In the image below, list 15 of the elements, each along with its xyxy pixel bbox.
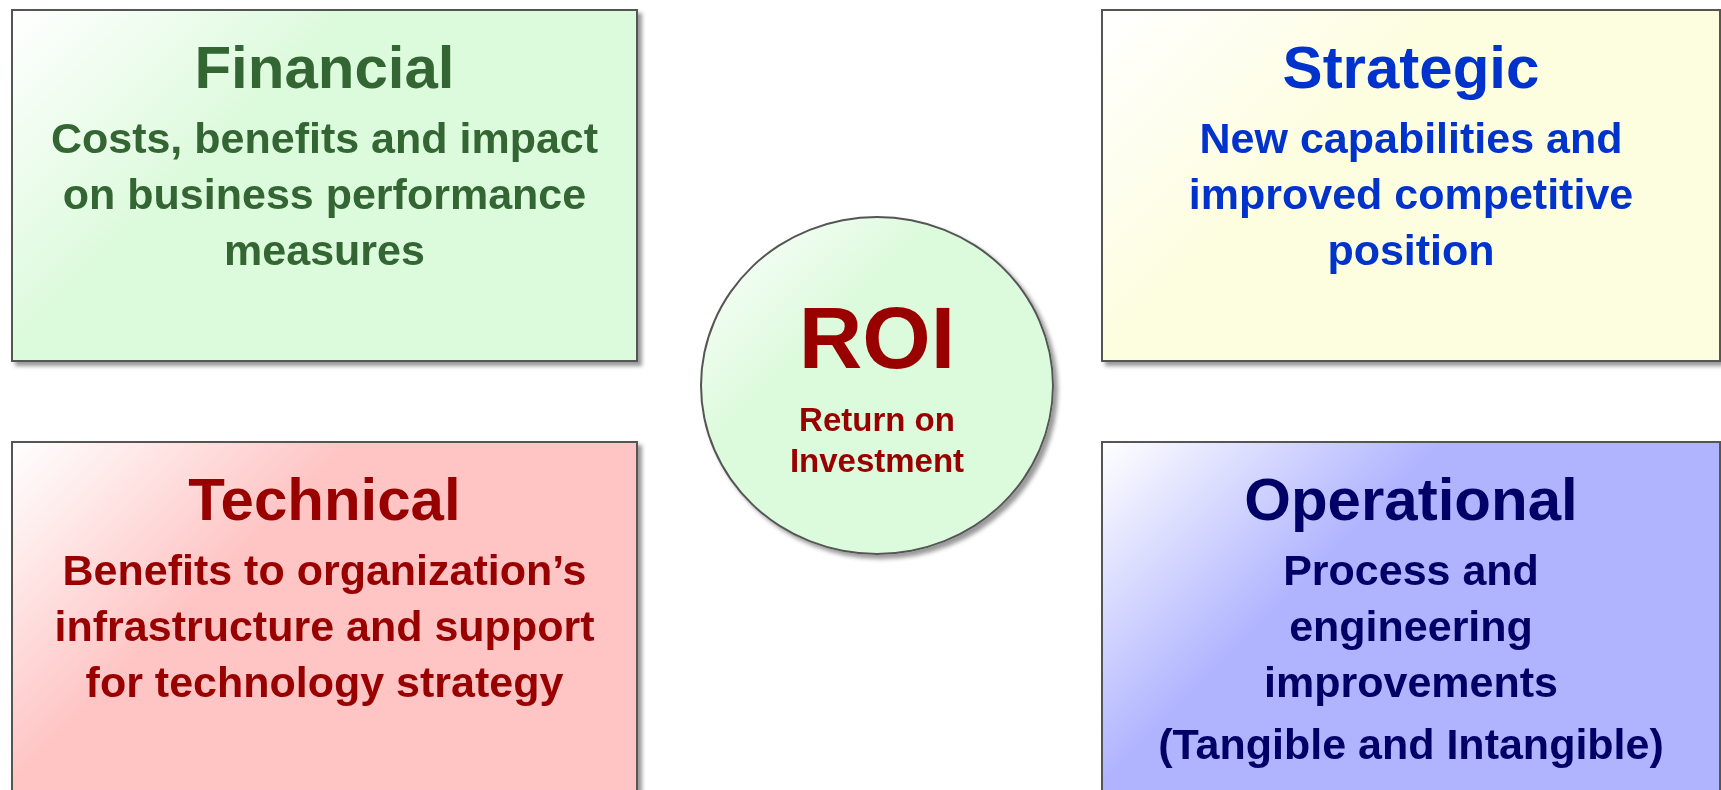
box-heading: Operational [1244, 467, 1578, 533]
box-heading: Strategic [1282, 35, 1540, 101]
box-heading: ROI [798, 289, 956, 387]
box-description: New capabilities and improved competitive position [1187, 113, 1635, 276]
category-box [1101, 9, 1721, 362]
box-description: Costs, benefits and impact on business performance measures [49, 113, 600, 276]
box-description: Benefits to organization’s infrastructure and support for technology strategy [53, 545, 596, 708]
category-box [1101, 441, 1721, 790]
box-heading: Financial [194, 35, 455, 101]
category-box [11, 9, 638, 362]
box-note: (Tangible and Intangible) [1158, 718, 1664, 770]
box-description: Process and engineering improvements [1263, 545, 1559, 708]
box-description: Return on Investment [788, 399, 966, 481]
box-heading: Technical [188, 467, 461, 533]
category-box [11, 441, 638, 790]
